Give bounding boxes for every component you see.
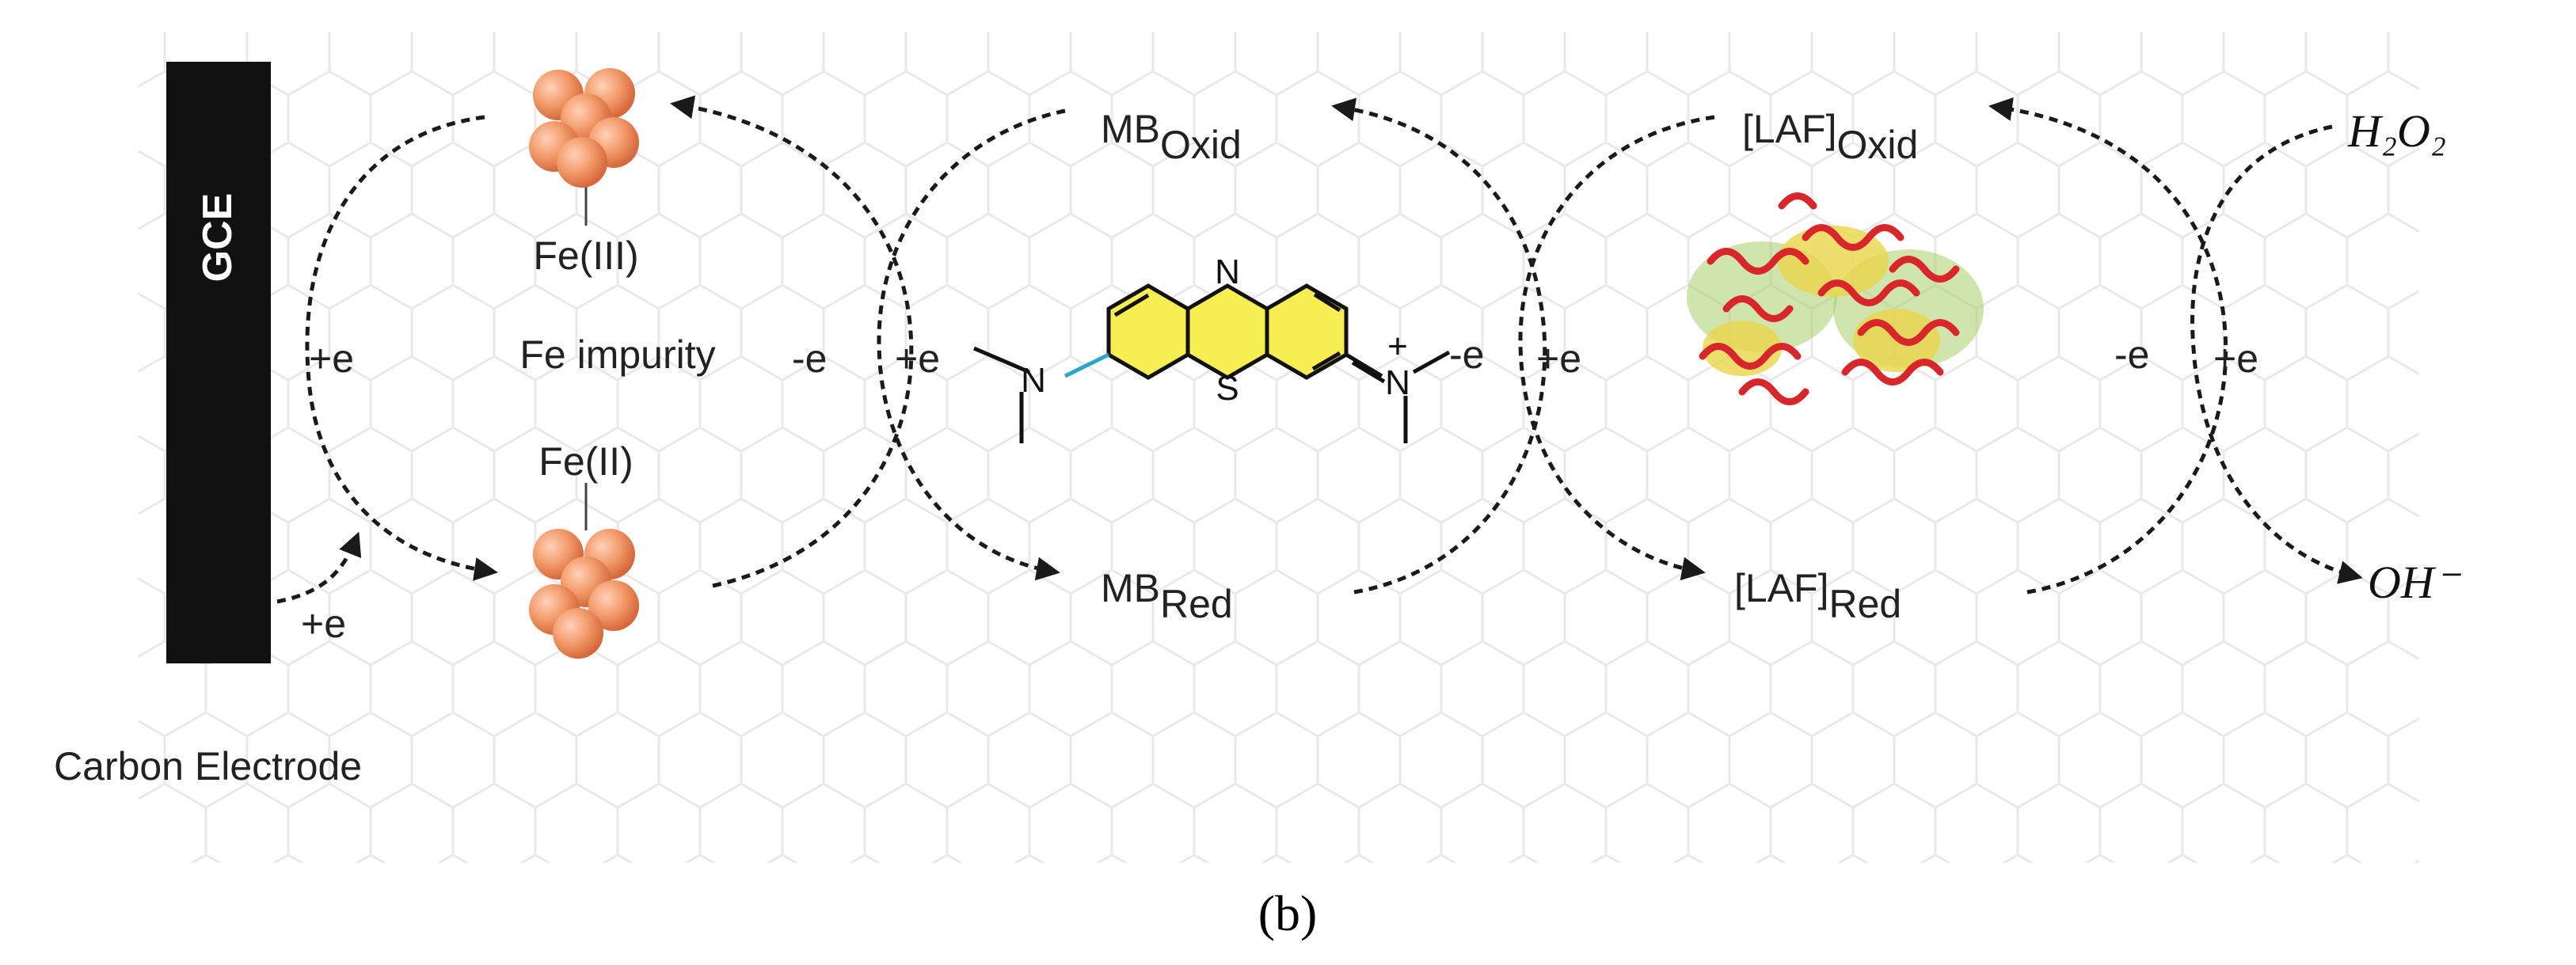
- h2o2-plus-e: +e: [2213, 336, 2258, 381]
- oh-minus-label: OH⁻: [2368, 557, 2462, 608]
- mb-atom-n-left: N: [1021, 361, 1046, 400]
- mb-reduction-arrow: [877, 108, 1066, 581]
- fe-oxid-cluster: [529, 68, 639, 226]
- graphene-background: [139, 32, 2419, 863]
- laf-plus-e: +e: [1536, 336, 1581, 381]
- laf-protein-structure: [1687, 192, 1984, 405]
- mb-red-label: MBRed: [1101, 566, 1233, 626]
- h2o2-label: H₂O₂: [2347, 105, 2446, 157]
- fe-minus-e: -e: [792, 336, 827, 381]
- electrode-input-arrow: [276, 531, 362, 604]
- mb-plus-e: +e: [895, 336, 940, 381]
- laf-minus-e: -e: [2114, 332, 2149, 377]
- fe-center-label: Fe impurity: [519, 332, 715, 377]
- laf-reduction-arrow: [1518, 115, 1715, 581]
- fe-plus-e: +e: [309, 336, 354, 381]
- laf-oxidation-arrow: [1988, 97, 2228, 595]
- gce-electrode: GCE: [166, 62, 271, 663]
- laf-oxid-label: [LAF]Oxid: [1742, 107, 1918, 167]
- mb-charge: +: [1387, 327, 1408, 366]
- figure-caption: (b): [1258, 885, 1318, 941]
- carbon-electrode-label: Carbon Electrode: [54, 744, 362, 788]
- mb-atom-n-top: N: [1215, 253, 1240, 291]
- fe-red-cluster: [529, 483, 639, 659]
- mb-atom-s: S: [1216, 369, 1239, 408]
- mb-atom-n-right: N: [1385, 363, 1410, 402]
- h2o2-reduction-arrow: [2190, 124, 2363, 584]
- methylene-blue-structure: [973, 283, 1451, 443]
- electrode-plus-e: +e: [301, 602, 346, 646]
- fe-oxid-label: Fe(III): [533, 234, 638, 278]
- gce-label: GCE: [195, 193, 241, 283]
- mb-oxidation-arrow: [1331, 97, 1547, 595]
- mb-minus-e: -e: [1449, 332, 1484, 377]
- fe-red-label: Fe(II): [538, 439, 633, 484]
- fe-oxidation-arrow: [670, 95, 914, 588]
- mb-oxid-label: MBOxid: [1101, 107, 1242, 167]
- fe-reduction-arrow: [305, 115, 498, 581]
- laf-red-label: [LAF]Red: [1734, 566, 1901, 626]
